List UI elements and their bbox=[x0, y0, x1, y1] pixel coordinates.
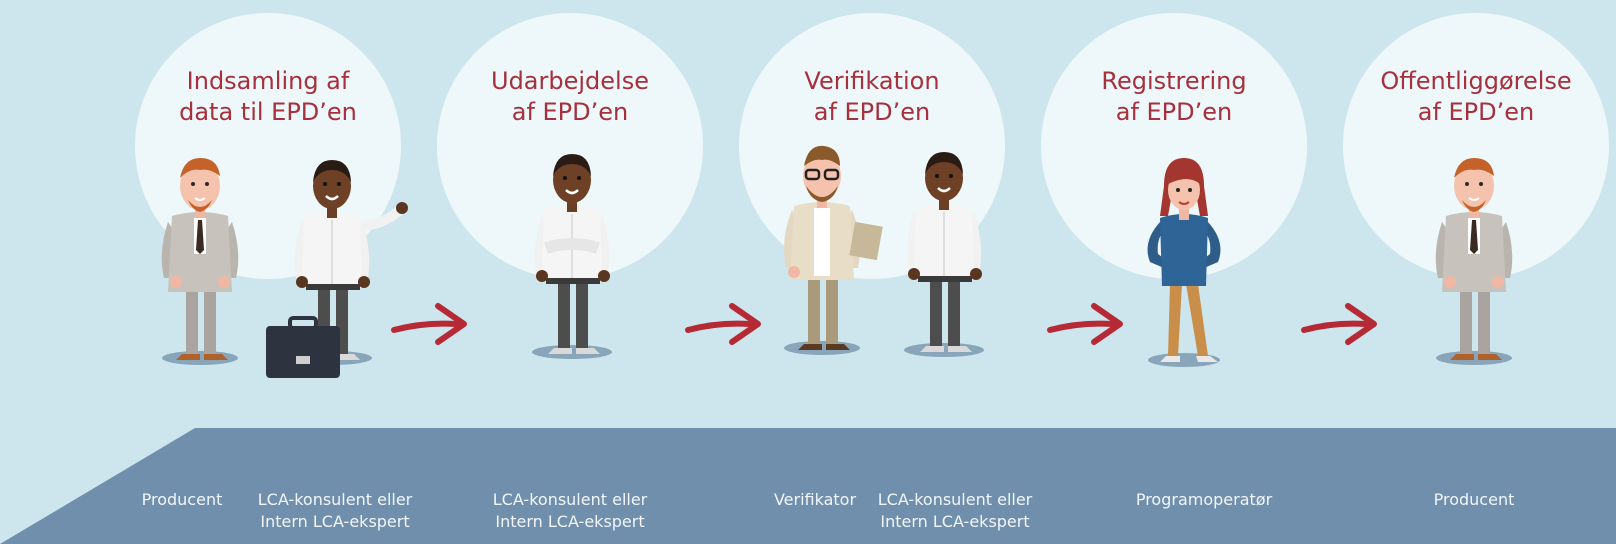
step-bubble-2 bbox=[437, 13, 703, 279]
role-label: Producent bbox=[132, 489, 232, 511]
step-title-5: Offentliggørelse af EPD’en bbox=[1356, 66, 1596, 128]
role-label-line: LCA-konsulent eller bbox=[877, 490, 1033, 509]
briefcase-icon bbox=[266, 316, 340, 378]
arrow-right-icon bbox=[1050, 306, 1120, 342]
role-label: LCA-konsulent eller Intern LCA-ekspert bbox=[485, 489, 655, 533]
role-label: LCA-konsulent eller Intern LCA-ekspert bbox=[870, 489, 1040, 533]
step-bubble-4 bbox=[1041, 13, 1307, 279]
role-label-line: Intern LCA-ekspert bbox=[495, 512, 645, 531]
role-label: Verifikator bbox=[765, 489, 865, 511]
step-title-1: Indsamling af data til EPD’en bbox=[148, 66, 388, 128]
role-label-line: Producent bbox=[141, 490, 223, 509]
role-label-line: LCA-konsulent eller bbox=[492, 490, 648, 509]
role-label-line: Verifikator bbox=[773, 490, 857, 509]
role-label: Programoperatør bbox=[1129, 489, 1279, 511]
role-label-line: Intern LCA-ekspert bbox=[880, 512, 1030, 531]
arrow-right-icon bbox=[394, 306, 464, 342]
step-title-line: af EPD’en bbox=[813, 98, 931, 126]
role-label-line: Intern LCA-ekspert bbox=[260, 512, 410, 531]
role-label-line: Programoperatør bbox=[1135, 490, 1273, 509]
role-label: Producent bbox=[1424, 489, 1524, 511]
role-label: LCA-konsulent eller Intern LCA-ekspert bbox=[250, 489, 420, 533]
step-title-line: Verifikation bbox=[804, 67, 940, 95]
step-title-line: af EPD’en bbox=[1417, 98, 1535, 126]
step-title-2: Udarbejdelse af EPD’en bbox=[450, 66, 690, 128]
step-title-line: Offentliggørelse bbox=[1380, 67, 1572, 95]
step-title-line: Udarbejdelse bbox=[491, 67, 649, 95]
arrow-right-icon bbox=[1304, 306, 1374, 342]
role-label-line: LCA-konsulent eller bbox=[257, 490, 413, 509]
consultant-with-briefcase-figure bbox=[290, 158, 408, 367]
step-title-line: Indsamling af bbox=[186, 67, 350, 95]
step-title-line: data til EPD’en bbox=[179, 98, 357, 126]
step-title-4: Registrering af EPD’en bbox=[1054, 66, 1294, 128]
consultant-arms-crossed-figure bbox=[530, 152, 614, 361]
step-bubble-5 bbox=[1343, 13, 1609, 279]
role-label-line: Producent bbox=[1433, 490, 1515, 509]
step-title-line: af EPD’en bbox=[511, 98, 629, 126]
step-title-3: Verifikation af EPD’en bbox=[752, 66, 992, 128]
floor bbox=[0, 428, 1616, 544]
step-title-line: af EPD’en bbox=[1115, 98, 1233, 126]
arrow-right-icon bbox=[688, 306, 758, 342]
step-title-line: Registrering bbox=[1101, 67, 1247, 95]
